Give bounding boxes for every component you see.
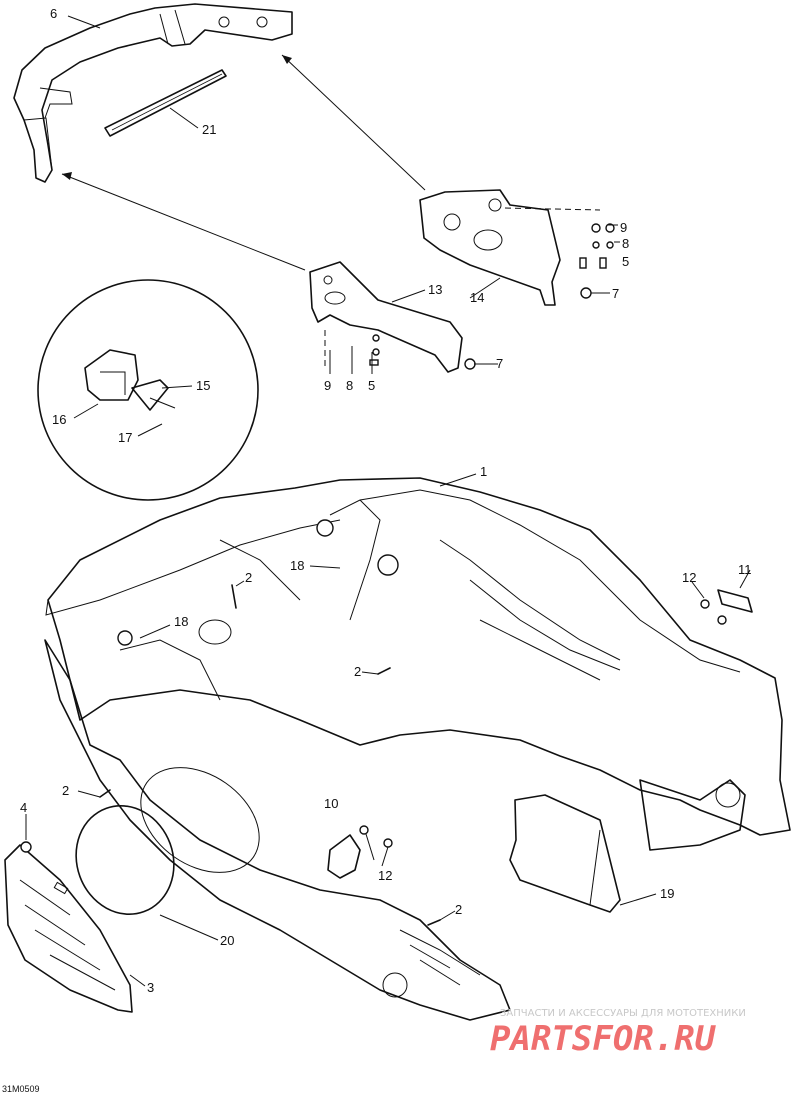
watermark-logo: PARTSFOR.RU [490, 1019, 717, 1059]
callout-2d: 2 [455, 902, 462, 917]
clip-part-11[interactable] [700, 589, 753, 625]
round-cover-part-20[interactable] [61, 792, 189, 928]
grille-part-3[interactable] [4, 844, 133, 1013]
callout-20: 20 [220, 933, 234, 948]
screws-part-2 [99, 584, 441, 926]
assembly-arrows [61, 54, 426, 271]
pad-part-19[interactable] [509, 794, 621, 913]
fastener-group-upper [369, 223, 615, 370]
body-lower-section[interactable] [44, 639, 511, 1021]
callout-10: 10 [324, 796, 338, 811]
callout-1: 1 [480, 464, 487, 479]
callout-5a: 5 [622, 254, 629, 269]
watermark: ЗАПЧАСТИ И АКСЕССУАРЫ ДЛЯ МОТОТЕХНИКИ PA… [490, 1008, 746, 1059]
callout-19: 19 [660, 886, 674, 901]
callout-12a: 12 [682, 570, 696, 585]
callout-18a: 18 [290, 558, 304, 573]
callout-18b: 18 [174, 614, 188, 629]
strip-part-21[interactable] [104, 69, 227, 137]
callout-labels: 6 21 13 14 9 8 5 7 7 9 8 5 15 16 17 1 11… [20, 6, 752, 995]
callout-2b: 2 [354, 664, 361, 679]
callout-5b: 5 [368, 378, 375, 393]
callout-6: 6 [50, 6, 57, 21]
callout-11: 11 [738, 562, 752, 577]
callout-2c: 2 [62, 783, 69, 798]
callout-9b: 9 [324, 378, 331, 393]
nut-part-4[interactable] [20, 841, 32, 853]
callout-8a: 8 [622, 236, 629, 251]
callout-15: 15 [196, 378, 210, 393]
drawing-code: 31M0509 [2, 1084, 40, 1094]
watermark-tagline: ЗАПЧАСТИ И АКСЕССУАРЫ ДЛЯ МОТОТЕХНИКИ [500, 1008, 746, 1019]
grab-handle-part-6[interactable] [13, 3, 293, 183]
callout-3: 3 [147, 980, 154, 995]
callout-16: 16 [52, 412, 66, 427]
detail-view-circle[interactable] [37, 120, 259, 501]
callout-4: 4 [20, 800, 27, 815]
callout-7a: 7 [612, 286, 619, 301]
callout-14: 14 [470, 290, 484, 305]
body-part-1[interactable] [45, 477, 791, 851]
callout-9a: 9 [620, 220, 627, 235]
callout-7b: 7 [496, 356, 503, 371]
callout-12b: 12 [378, 868, 392, 883]
leader-lines [25, 15, 751, 987]
callout-13: 13 [428, 282, 442, 297]
bracket-part-14[interactable] [419, 189, 601, 306]
callout-21: 21 [202, 122, 216, 137]
bracket-part-13[interactable] [309, 261, 463, 373]
callout-8b: 8 [346, 378, 353, 393]
callout-17: 17 [118, 430, 132, 445]
callout-2a: 2 [245, 570, 252, 585]
